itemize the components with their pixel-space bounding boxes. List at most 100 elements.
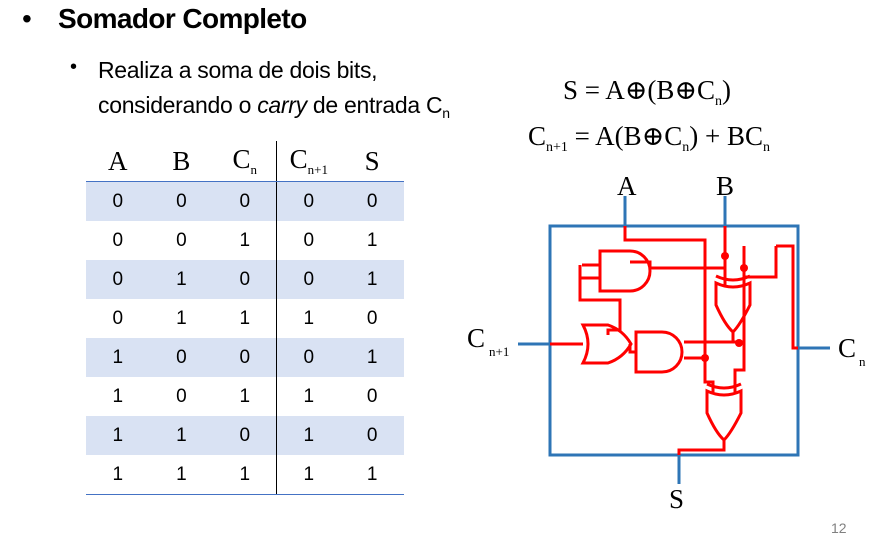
bullet-text-line2: considerando o carry de entrada Cn <box>98 92 450 121</box>
table-cell: 0 <box>213 260 277 299</box>
table-cell: 1 <box>340 260 404 299</box>
table-row: 1 0 1 1 0 <box>86 377 404 416</box>
table-cell: 0 <box>276 260 341 299</box>
wire-a <box>623 226 715 392</box>
wire-and1-to-or <box>578 265 622 335</box>
table-cell: 1 <box>176 307 187 329</box>
table-cell: 0 <box>340 416 404 455</box>
table-cell: 1 <box>86 455 150 495</box>
table-cell: 0 <box>213 181 277 221</box>
table-cell: 1 <box>239 307 251 329</box>
wire-xor1-to-and2 <box>684 332 735 344</box>
bullet-carry-word: carry <box>257 92 307 118</box>
header-cn1: Cn+1 <box>276 141 341 182</box>
xor-gate-2 <box>705 388 743 443</box>
xor-gate-1 <box>714 280 752 335</box>
table-cell: 0 <box>86 260 150 299</box>
wire-and2-to-or <box>628 344 636 354</box>
label-s: S <box>669 484 684 514</box>
label-b: B <box>716 171 734 201</box>
table-cell: 1 <box>340 338 404 377</box>
xor-gate-2-back <box>706 382 742 390</box>
table-cell: 0 <box>149 181 214 221</box>
wire-cn-in <box>776 244 798 350</box>
table-cell: 1 <box>149 455 214 495</box>
table-cell: 1 <box>366 229 378 251</box>
table-cell: 0 <box>176 385 187 407</box>
eq1-lhs: S <box>563 75 579 105</box>
eq2-sub2: n <box>763 140 771 155</box>
table-cell: 0 <box>176 229 187 251</box>
table-cell: 1 <box>276 416 341 455</box>
wire-cn-to-xor1 <box>745 246 778 279</box>
label-cout-sub: n+1 <box>489 344 509 359</box>
and-gate-2 <box>634 330 684 374</box>
page-number: 12 <box>831 520 847 536</box>
table-cell: 0 <box>112 307 124 329</box>
table-cell: 1 <box>86 338 150 377</box>
sub-bullet: • <box>70 56 78 78</box>
bullet-cn-subscript: n <box>442 105 450 121</box>
label-cin: C <box>838 333 856 363</box>
table-cell: 0 <box>366 307 378 329</box>
table-cell: 1 <box>276 299 341 338</box>
junction-2 <box>740 264 748 272</box>
header-b: B <box>149 141 214 182</box>
header-cn: Cn <box>213 141 277 182</box>
table-cell: 1 <box>213 455 277 495</box>
eq2-mid: ) + BC <box>689 121 764 151</box>
truth-table-header: A B Cn Cn+1 S <box>86 141 404 182</box>
table-cell: 1 <box>276 377 341 416</box>
table-cell: 1 <box>239 229 251 251</box>
carry-equation: Cn+1 = A(B⊕Cn) + BCn <box>528 121 770 156</box>
junction-3 <box>735 339 743 347</box>
sum-equation: S = A⊕(B⊕Cn) <box>563 75 731 110</box>
eq1-end: ) <box>722 75 732 105</box>
table-cell: 0 <box>112 229 124 251</box>
table-cell: 1 <box>276 455 341 495</box>
junction-1 <box>721 252 729 260</box>
label-a: A <box>617 171 637 201</box>
header-a: A <box>86 141 150 182</box>
table-cell: 0 <box>340 181 404 221</box>
table-cell: 0 <box>149 338 214 377</box>
wire-b-to-and1 <box>630 226 727 270</box>
eq2-sub: n <box>682 140 690 155</box>
title-bullet: • <box>22 3 32 34</box>
table-cell: 0 <box>276 221 341 260</box>
table-row: 0 1 1 1 0 <box>86 299 404 338</box>
bullet-text-line2-pre: considerando o <box>98 92 258 118</box>
eq1-rhs: = A⊕(B⊕C <box>584 75 716 105</box>
table-cell: 1 <box>112 385 124 407</box>
table-cell: 0 <box>213 416 277 455</box>
label-cout: C <box>467 323 485 353</box>
wire-cn-to-xor2 <box>733 246 746 392</box>
table-cell: 1 <box>239 385 251 407</box>
table-cell: 0 <box>366 385 378 407</box>
junction-4 <box>701 354 709 362</box>
eq2-rhs: = A(B⊕C <box>574 121 683 151</box>
table-row: 0 0 1 0 1 <box>86 221 404 260</box>
table-cell: 1 <box>86 416 150 455</box>
slide-title: Somador Completo <box>58 3 307 34</box>
table-cell: 0 <box>86 181 150 221</box>
circuit-box <box>548 224 800 457</box>
wire-sum-out <box>677 440 726 455</box>
and-gate-1 <box>598 249 652 293</box>
eq2-lhs: C <box>528 121 547 151</box>
bullet-text-line1: Realiza a soma de dois bits, <box>98 57 378 83</box>
table-cell: 0 <box>276 181 341 221</box>
eq2-lhs-sub: n+1 <box>546 140 568 155</box>
table-cell: 1 <box>149 260 214 299</box>
eq1-sub: n <box>715 94 723 109</box>
table-cell: 0 <box>276 338 341 377</box>
table-cell: 1 <box>149 416 214 455</box>
table-cell: 1 <box>340 455 404 495</box>
